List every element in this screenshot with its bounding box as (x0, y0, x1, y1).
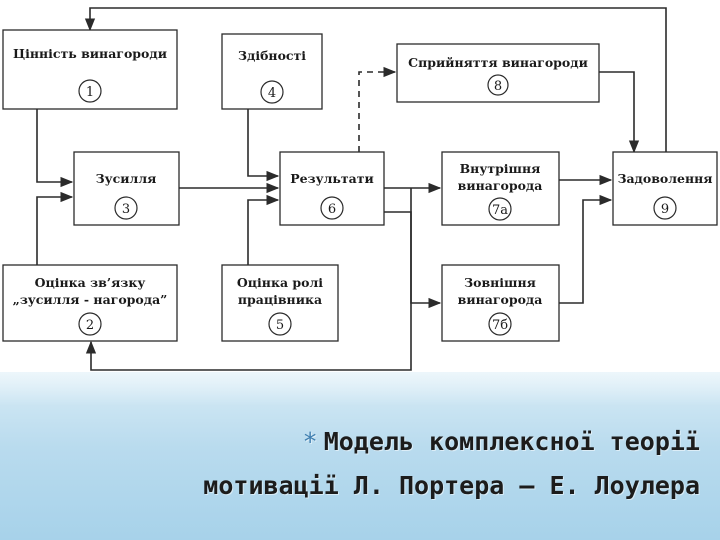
box-4-label: Здібності (238, 48, 306, 63)
box-9-number: 9 (661, 202, 669, 217)
arrow-6-to-8-dashed (358, 66, 397, 152)
box-role-perception: Оцінка ролі працівника 5 (221, 264, 339, 342)
box-5-number: 5 (276, 318, 284, 333)
number-circle (114, 196, 138, 220)
box-effort: Зусилля 3 (73, 151, 180, 226)
box-2-label-2: „зусилля - нагорода” (13, 292, 168, 307)
box-2-number: 2 (86, 318, 94, 333)
model-diagram: Цінність винагороди 1 Здібності 4 Сприйн… (2, 7, 718, 371)
slide-caption: *Модель комплексної теорії мотивації Л. … (150, 420, 700, 508)
arrow-6-to-7b (410, 188, 442, 309)
box-satisfaction: Задоволення 9 (612, 151, 718, 226)
arrow-9-to-1 (84, 7, 667, 152)
arrow-6-to-2 (85, 211, 412, 371)
box-results: Результати 6 (279, 151, 385, 226)
box-7b-label-2: винагорода (458, 292, 543, 307)
arrow-7b-to-9 (559, 194, 613, 304)
number-circle (78, 312, 102, 336)
box-1-number: 1 (86, 85, 94, 100)
bullet-star: * (302, 427, 318, 456)
box-8-number: 8 (494, 79, 502, 94)
box-6-label: Результати (290, 171, 374, 186)
box-external-reward: Зовнішня винагорода 7б (441, 264, 560, 342)
box-3-label: Зусилля (96, 171, 157, 186)
arrow-1-to-3 (36, 109, 74, 188)
box-internal-reward: Внутрішня винагорода 7а (441, 151, 560, 226)
number-circle (488, 312, 512, 336)
box-7b-number: 7б (492, 318, 508, 333)
box-1-label: Цінність винагороди (13, 46, 167, 61)
caption-text-1: Модель комплексної теорії (323, 427, 700, 456)
box-3-number: 3 (122, 202, 130, 217)
caption-band-shine (0, 372, 720, 406)
box-effort-reward-link: Оцінка зв’язку „зусилля - нагорода” 2 (2, 264, 178, 342)
number-circle (260, 80, 284, 104)
box-7a-label-1: Внутрішня (460, 161, 541, 176)
arrow-5-to-6 (247, 194, 280, 265)
connectors (36, 7, 667, 371)
arrow-8-to-9 (599, 71, 640, 154)
caption-line-2: мотивації Л. Портера – Е. Лоулера (203, 471, 700, 500)
box-5-label-1: Оцінка ролі (237, 275, 323, 290)
caption-line-1: *Модель комплексної теорії (150, 420, 700, 464)
box-reward-value: Цінність винагороди 1 (2, 29, 178, 110)
box-8-label: Сприйняття винагороди (408, 55, 588, 70)
arrow-4-to-6 (247, 109, 280, 182)
box-7a-number: 7а (492, 203, 508, 218)
number-circle (78, 79, 102, 103)
arrow-2-to-3 (36, 191, 74, 265)
box-9-label: Задоволення (617, 171, 712, 186)
number-circle (487, 74, 509, 96)
box-reward-perception: Сприйняття винагороди 8 (396, 43, 600, 103)
box-4-number: 4 (268, 86, 276, 101)
box-5-label-2: працівника (238, 292, 322, 307)
number-circle (653, 196, 677, 220)
number-circle (320, 196, 344, 220)
number-circle (268, 312, 292, 336)
box-2-label-1: Оцінка зв’язку (35, 275, 146, 290)
caption-band: *Модель комплексної теорії мотивації Л. … (0, 372, 720, 540)
box-7b-label-1: Зовнішня (464, 275, 536, 290)
box-abilities: Здібності 4 (221, 33, 323, 110)
box-6-number: 6 (328, 202, 336, 217)
box-7a-label-2: винагорода (458, 178, 543, 193)
number-circle (488, 197, 512, 221)
